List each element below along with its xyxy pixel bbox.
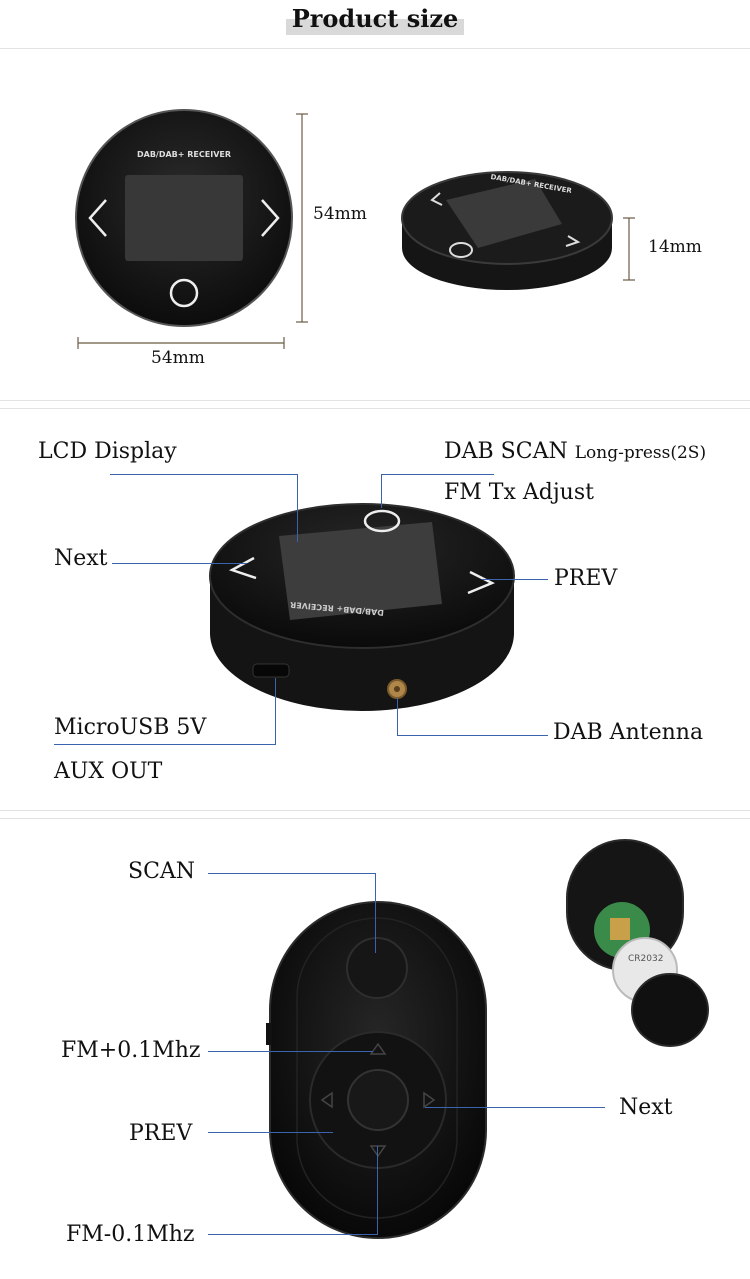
down-triangle-icon (369, 1145, 387, 1158)
leader-usb-v (275, 678, 276, 745)
leader-prev (208, 1132, 333, 1133)
divider-2 (0, 810, 750, 811)
label-microusb: MicroUSB 5V (54, 715, 207, 740)
right-triangle-icon (423, 1091, 436, 1109)
scan-circle-icon (363, 509, 401, 533)
page-title: Product size (291, 4, 459, 33)
device-3d-illustration (209, 503, 515, 711)
label-next: Next (54, 546, 108, 571)
battery-label: CR2032 (628, 954, 664, 964)
leader-lcd-h (110, 474, 298, 475)
front-view-illustration (75, 109, 635, 349)
leader-scan-h (208, 873, 376, 874)
title-bar: Product size (286, 4, 464, 35)
dim-depth-label: 14mm (648, 237, 702, 257)
label-next: Next (619, 1095, 673, 1120)
label-dab-scan-text: DAB SCAN (444, 439, 568, 464)
leader-fm-minus-v (377, 1146, 378, 1235)
leader-scan-v (381, 474, 382, 508)
left-arrow-icon (88, 199, 107, 237)
next-arrow-icon (228, 556, 257, 580)
usb-port (252, 663, 290, 678)
leader-usb-h (54, 744, 276, 745)
remote-illustration (266, 839, 709, 1239)
section-dimensions: DAB/DAB+ RECEIVER DAB/DAB+ RECEIVER 54mm… (0, 48, 750, 400)
leader-fm-minus-h (208, 1234, 378, 1235)
divider-1 (0, 400, 750, 401)
dim-width-label: 54mm (151, 348, 205, 368)
leader-prev (482, 579, 548, 580)
dim-height-label: 54mm (313, 204, 367, 224)
battery-cover (631, 973, 709, 1047)
leader-next (112, 563, 247, 564)
leader-scan-h (381, 474, 494, 475)
right-arrow-icon (261, 199, 280, 237)
label-dab-scan: DAB SCAN Long-press(2S) (444, 439, 706, 464)
divider-1b (0, 408, 750, 409)
label-dab-antenna: DAB Antenna (553, 720, 704, 745)
circle-button-icon (169, 278, 199, 308)
leader-scan-v (375, 873, 376, 953)
label-fm-tx-adjust: FM Tx Adjust (444, 480, 594, 505)
label-long-press: Long-press(2S) (574, 443, 707, 463)
label-fm-plus: FM+0.1Mhz (61, 1038, 201, 1063)
label-lcd-display: LCD Display (38, 439, 177, 464)
label-fm-minus: FM-0.1Mhz (66, 1222, 195, 1247)
divider-top (0, 48, 750, 49)
leader-fm-plus (208, 1051, 373, 1052)
label-scan: SCAN (128, 859, 196, 884)
prev-arrow-icon (467, 570, 496, 595)
section-device-features: DAB/DAB+ RECEIVER LCD Display DAB SCAN L… (0, 408, 750, 808)
title-highlight (286, 19, 464, 35)
divider-2b (0, 818, 750, 819)
leader-lcd-v (297, 474, 298, 542)
up-triangle-icon (369, 1042, 387, 1055)
left-triangle-icon (320, 1091, 333, 1109)
front-device-label: DAB/DAB+ RECEIVER (136, 150, 232, 159)
leader-antenna-v (397, 698, 398, 736)
label-prev: PREV (554, 566, 618, 591)
label-prev: PREV (129, 1121, 193, 1146)
section-remote: CR2032 SCAN FM+0.1Mhz PREV Next FM-0.1Mh… (0, 818, 750, 1279)
label-aux-out: AUX OUT (54, 759, 163, 784)
leader-antenna-h (397, 735, 548, 736)
leader-next (425, 1107, 605, 1108)
